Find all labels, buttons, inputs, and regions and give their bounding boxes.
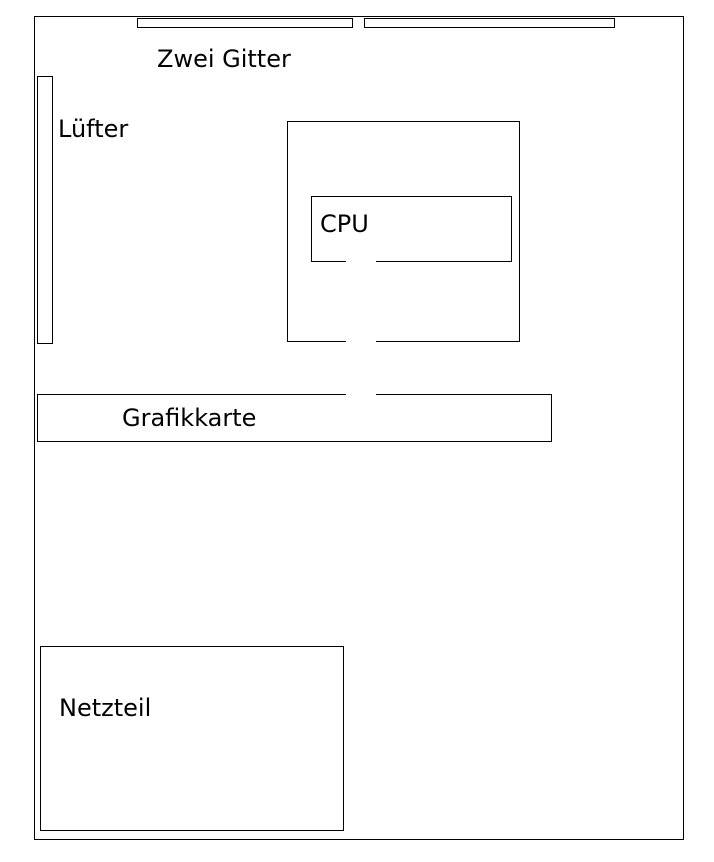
grilles-label: Zwei Gitter <box>157 45 291 73</box>
top-grille-right <box>364 18 615 28</box>
graphics-card-box <box>37 394 552 442</box>
cooler-box-bottom-gap <box>346 339 376 344</box>
cpu-label: CPU <box>320 210 369 238</box>
power-supply-label: Netzteil <box>59 694 152 722</box>
fan-label: Lüfter <box>58 115 129 143</box>
graphics-card-label: Grafikkarte <box>122 404 257 432</box>
power-supply-box <box>40 646 344 831</box>
cpu-box-bottom-gap <box>346 259 376 264</box>
cpu-box <box>311 196 512 262</box>
graphics-card-top-gap <box>346 392 376 397</box>
fan-strip <box>37 76 53 344</box>
top-grille-left <box>137 18 353 28</box>
